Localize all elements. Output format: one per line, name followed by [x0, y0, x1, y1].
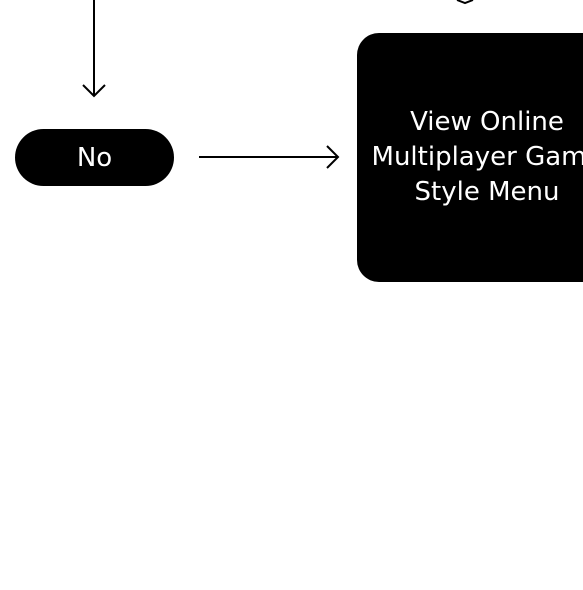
view-menu-line-2: Multiplayer Game: [371, 142, 583, 172]
decision-no-label: No: [76, 142, 113, 173]
arrow-no-to-menu: [199, 145, 340, 169]
decision-no-node: No: [15, 129, 174, 186]
view-menu-line-3: Style Menu: [414, 177, 560, 207]
view-menu-line-1: View Online: [410, 107, 564, 137]
arrow-down-into-no: [82, 0, 106, 98]
view-menu-node: View Online Multiplayer Game Style Menu: [357, 33, 583, 282]
arrow-partial-top: [456, 0, 474, 5]
